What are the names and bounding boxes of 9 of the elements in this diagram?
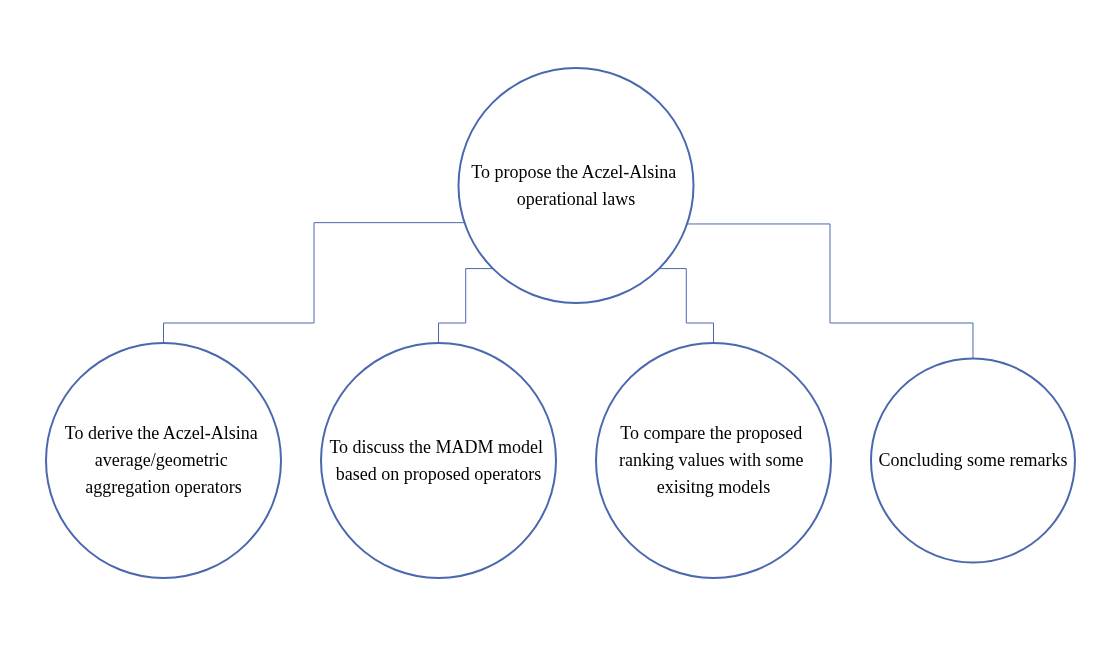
node-circle: Concluding some remarks: [869, 357, 1076, 564]
node-circle: To derive the Aczel-Alsina average/geometric aggregation operators: [44, 342, 282, 579]
node-circle: To discuss the MADM model based on proposed operators: [319, 342, 557, 579]
connector: [686, 223, 973, 359]
node-circle: To propose the Aczel-Alsina operational laws: [457, 67, 694, 304]
connector: [437, 268, 493, 344]
node-circle: To compare the proposed ranking values with some exisitng models: [594, 342, 832, 579]
connector: [162, 222, 465, 344]
connector: [658, 268, 714, 344]
